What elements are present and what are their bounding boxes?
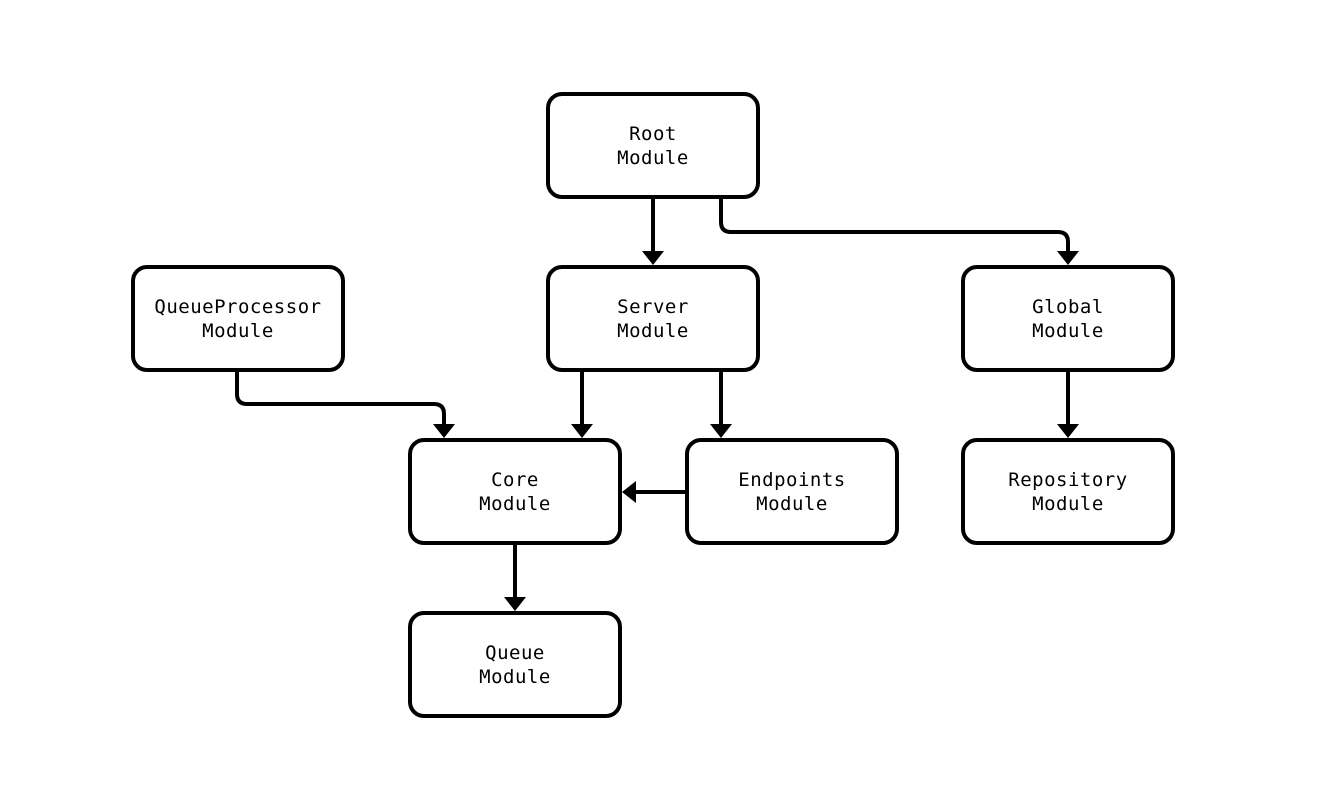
arrow-head-icon (622, 481, 636, 503)
node-label-line2: Module (756, 493, 828, 515)
arrow-head-icon (571, 424, 593, 438)
arrow-head-icon (710, 424, 732, 438)
node-label-line2: Module (1032, 320, 1104, 342)
node-label-line1: Core (491, 469, 539, 491)
arrow-head-icon (642, 251, 664, 265)
edge-endpoints-to-core (622, 481, 687, 503)
edge-queueprocessor-to-core (235, 370, 455, 438)
node-label-line2: Module (617, 320, 689, 342)
edge-server-to-endpoints (710, 370, 732, 438)
node-box[interactable] (685, 438, 899, 545)
edge-root-to-server (642, 197, 664, 265)
edge-root-to-global (719, 197, 1079, 265)
edge-server-to-core (571, 370, 593, 438)
node-label-line2: Module (479, 666, 551, 688)
arrow-head-icon (433, 424, 455, 438)
edges-layer (235, 197, 1079, 611)
node-label-line2: Module (479, 493, 551, 515)
node-box[interactable] (408, 611, 622, 718)
node-box[interactable] (546, 92, 760, 199)
node-label-line2: Module (617, 147, 689, 169)
node-box[interactable] (961, 265, 1175, 372)
edge-core-to-queue (504, 543, 526, 611)
edge-global-to-repository (1057, 370, 1079, 438)
arrow-head-icon (1057, 251, 1079, 265)
node-label-line1: Root (629, 123, 677, 145)
node-box[interactable] (546, 265, 760, 372)
node-label-line1: Global (1032, 296, 1104, 318)
arrow-head-icon (1057, 424, 1079, 438)
edge-line (719, 197, 1070, 252)
node-label-line2: Module (1032, 493, 1104, 515)
node-label-line2: Module (202, 320, 274, 342)
node-box[interactable] (961, 438, 1175, 545)
node-label-line1: Endpoints (738, 469, 845, 491)
node-label-line1: QueueProcessor (154, 296, 321, 318)
node-label-line1: Repository (1008, 469, 1127, 491)
edge-line (235, 370, 446, 425)
node-label-line1: Server (617, 296, 689, 318)
arrow-head-icon (504, 597, 526, 611)
nodes-layer: RootModuleQueueProcessorModuleServerModu… (131, 92, 1175, 718)
node-box[interactable] (408, 438, 622, 545)
node-label-line1: Queue (485, 642, 545, 664)
node-box[interactable] (131, 265, 345, 372)
